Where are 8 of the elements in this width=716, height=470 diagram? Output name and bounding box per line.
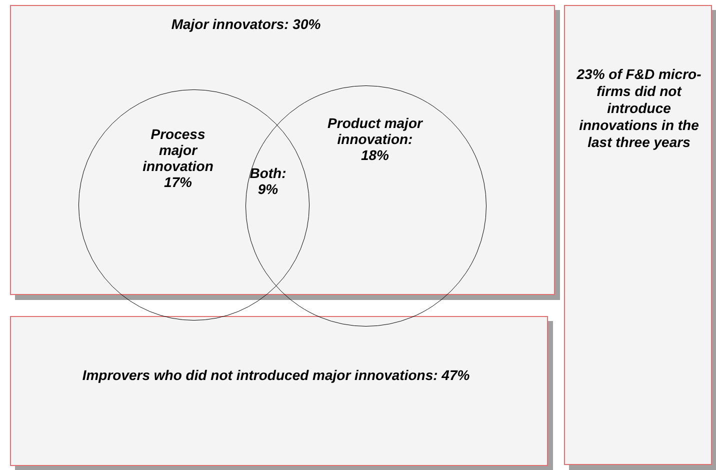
box-label: 23% of F&D micro-firms did not introduce innovations in the last three years xyxy=(576,66,702,151)
overlap-label: Both: 9% xyxy=(248,165,288,197)
venn-circle xyxy=(78,89,310,321)
venn-circle xyxy=(245,85,487,327)
circle-label: Process major innovation 17% xyxy=(142,126,214,190)
box-label: Improvers who did not introduced major innovations: 47% xyxy=(81,367,471,383)
circle-label: Product major innovation: 18% xyxy=(326,115,424,163)
box-label: Major innovators: 30% xyxy=(170,16,322,32)
